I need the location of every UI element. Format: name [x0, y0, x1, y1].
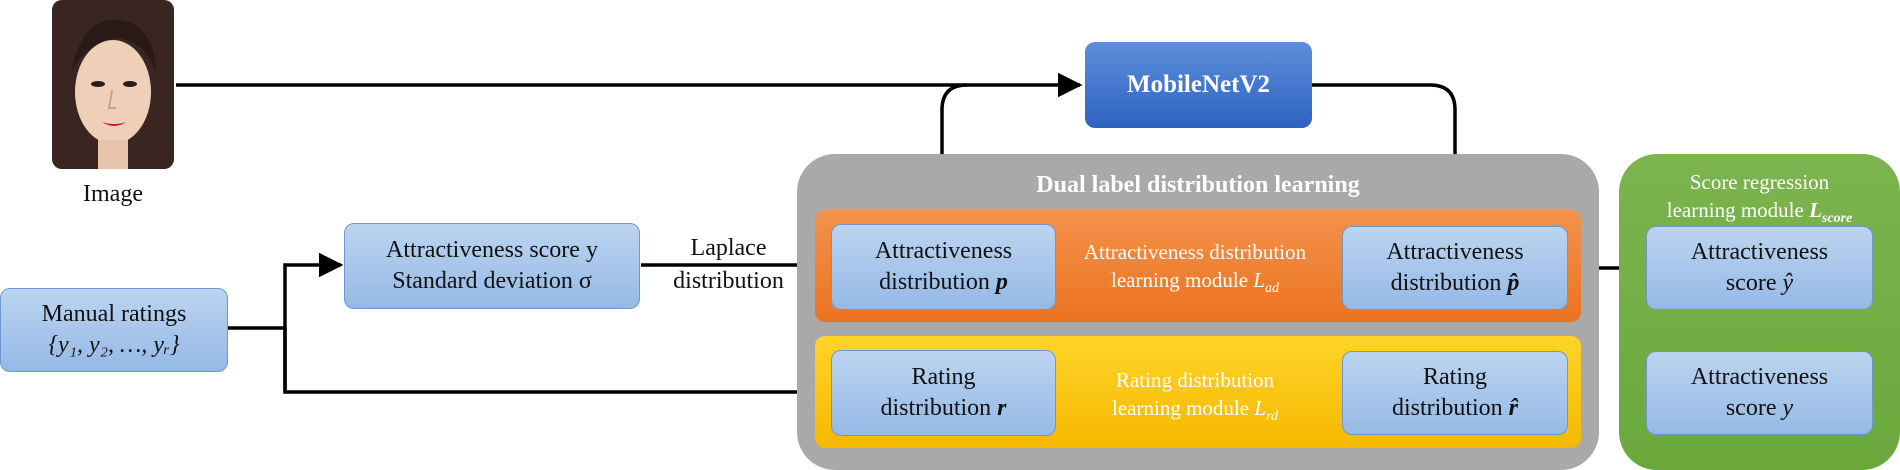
attr-module-line1: Attractiveness distribution	[1083, 240, 1307, 264]
rating-dist-r-line1: Rating	[911, 364, 976, 390]
rating-dist-rhat-symbol: r̂	[1508, 395, 1518, 421]
gt-score-symbol: y	[1782, 395, 1794, 421]
rating-dist-rhat-line2: distribution r̂	[1392, 393, 1518, 424]
gt-score-line2: score y	[1726, 393, 1793, 424]
attr-dist-phat-line1: Attractiveness	[1386, 239, 1524, 265]
rating-dist-r-text: distribution	[880, 395, 998, 421]
attr-module-text: learning module	[1111, 268, 1254, 292]
score-module-sub: score	[1821, 211, 1853, 227]
score-std-line1: Attractiveness score y	[386, 237, 598, 263]
attr-module-label: Attractiveness distribution learning mod…	[1060, 238, 1330, 303]
manual-ratings-set: {y₁, y₂, …, yᵣ}	[48, 332, 180, 358]
rating-dist-rhat-box: Rating distribution r̂	[1342, 351, 1568, 435]
rating-module-label: Rating distribution learning module Lrd	[1060, 366, 1330, 431]
rating-module-symbol: L	[1254, 396, 1267, 420]
score-module-line1: Score regression	[1689, 170, 1830, 194]
attr-dist-p-line2: distribution p	[879, 267, 1008, 298]
attr-dist-p-line1: Attractiveness	[874, 238, 1013, 264]
attr-dist-phat-symbol: p̂	[1507, 270, 1520, 296]
attr-module-line2: learning module Lad	[1060, 266, 1330, 303]
arrow-mobilenet-to-phat	[1312, 83, 1468, 225]
rating-dist-r-line2: distribution r	[880, 393, 1006, 424]
laplace-line1: Laplace	[690, 235, 767, 261]
arrow-to-rating-dist	[283, 328, 831, 405]
manual-ratings-box: Manual ratings {y₁, y₂, …, yᵣ}	[0, 288, 228, 372]
attr-dist-phat-box: Attractiveness distribution p̂	[1342, 226, 1568, 310]
score-module-label: Score regression learning module Lscore	[1619, 168, 1900, 233]
mobilenet-box: MobileNetV2	[1085, 42, 1312, 128]
arrow-p-to-mobilenet	[940, 83, 968, 224]
image-label: Image	[83, 181, 143, 207]
laplace-label: Laplace distribution	[656, 232, 801, 298]
rating-module-line1: Rating distribution	[1115, 368, 1275, 392]
rating-dist-rhat-line1: Rating	[1423, 364, 1487, 390]
gt-score-box: Attractiveness score y	[1646, 351, 1873, 435]
laplace-line2: distribution	[673, 268, 784, 294]
manual-ratings-title: Manual ratings	[41, 301, 187, 327]
score-module-symbol: L	[1809, 198, 1822, 222]
rating-dist-r-box: Rating distribution r	[831, 350, 1056, 436]
pred-score-line1: Attractiveness	[1690, 239, 1829, 265]
rating-module-text: learning module	[1112, 396, 1255, 420]
attr-dist-phat-line2: distribution p̂	[1391, 268, 1520, 299]
score-module-text: learning module	[1666, 198, 1810, 222]
score-std-line2: Standard deviation σ	[392, 268, 592, 294]
rating-dist-r-symbol: r	[997, 395, 1007, 421]
score-std-box: Attractiveness score y Standard deviatio…	[344, 223, 640, 309]
attr-dist-p-box: Attractiveness distribution p	[831, 224, 1056, 310]
face-image	[52, 0, 174, 169]
attr-dist-phat-text: distribution	[1390, 270, 1508, 296]
rating-dist-rhat-text: distribution	[1391, 395, 1509, 421]
pred-score-text: score	[1725, 270, 1783, 296]
attr-dist-p-text: distribution	[879, 269, 996, 295]
attr-dist-p-symbol: p	[995, 269, 1008, 295]
score-module-line2: learning module Lscore	[1619, 196, 1900, 233]
rating-module-sub: rd	[1266, 409, 1278, 425]
gt-score-line1: Attractiveness	[1690, 364, 1829, 390]
rating-module-line2: learning module Lrd	[1060, 394, 1330, 431]
pred-score-symbol: ŷ	[1782, 270, 1794, 296]
pred-score-box: Attractiveness score ŷ	[1646, 226, 1873, 310]
arrow-to-score-box	[283, 252, 344, 392]
attr-module-symbol: L	[1253, 268, 1265, 292]
pred-score-line2: score ŷ	[1726, 268, 1793, 299]
attr-module-sub: ad	[1264, 281, 1279, 297]
gt-score-text: score	[1725, 395, 1783, 421]
dual-module-title: Dual label distribution learning	[1036, 172, 1360, 198]
